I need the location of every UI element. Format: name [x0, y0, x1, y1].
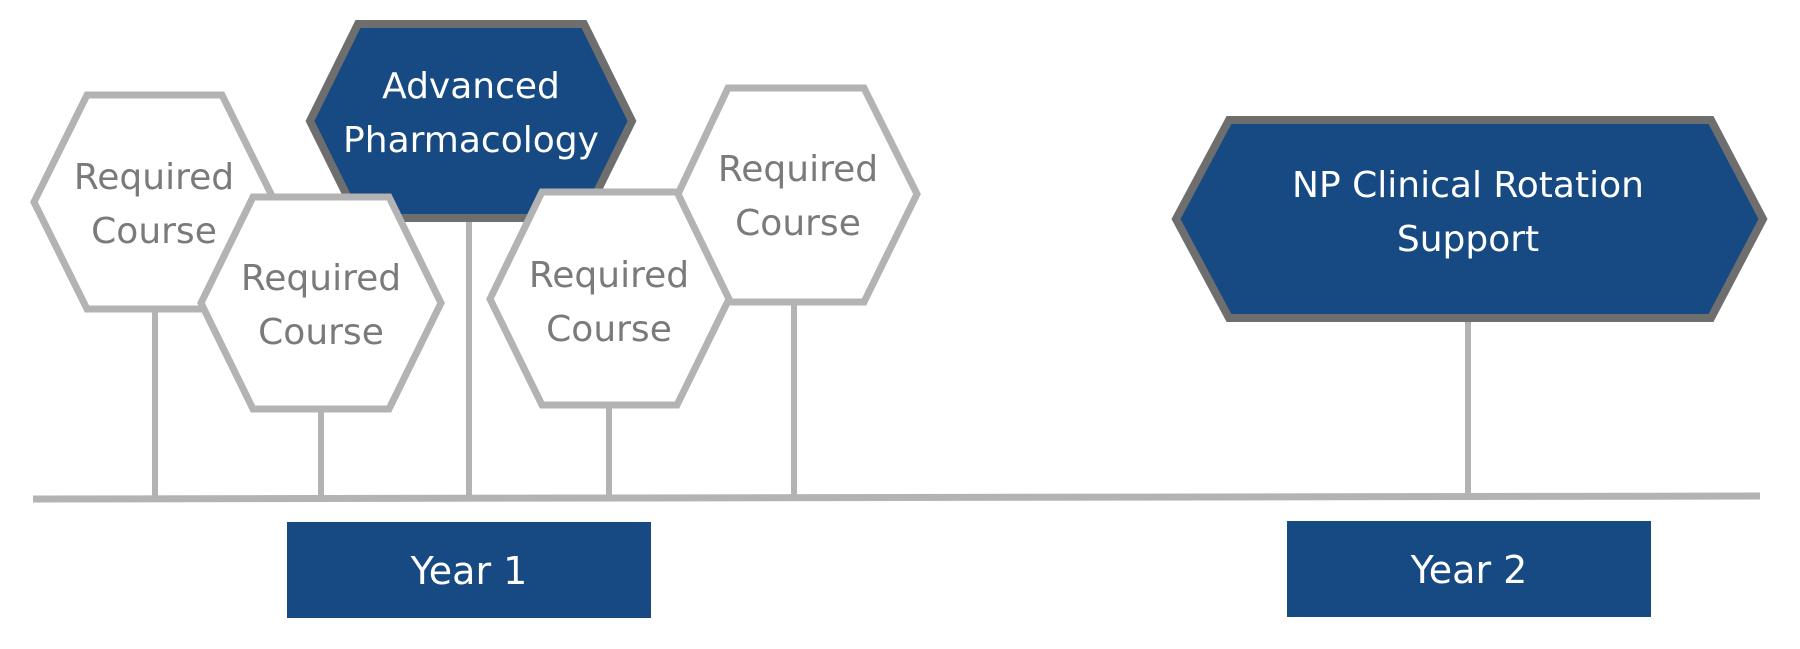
year-1-label: Year 1	[287, 522, 651, 618]
node-label-line2: Course	[546, 309, 672, 350]
node-label-line2: Course	[735, 203, 861, 244]
year-box	[1287, 521, 1651, 617]
hexagon-shape	[197, 193, 445, 413]
course-node-required-4: Required Course	[674, 84, 921, 306]
node-label-line1: Required	[529, 255, 689, 296]
node-label-line1: Advanced	[382, 66, 560, 107]
course-node-advanced-pharmacology: Advanced Pharmacology	[305, 20, 637, 222]
hexagon-shape	[1171, 116, 1768, 322]
node-label-line1: Required	[718, 149, 878, 190]
course-node-required-2: Required Course	[197, 193, 445, 413]
course-node-np-clinical-rotation-support: NP Clinical Rotation Support	[1171, 116, 1768, 322]
node-label-line1: NP Clinical Rotation	[1292, 165, 1644, 206]
hexagon-shape	[486, 188, 733, 409]
year-box	[287, 522, 651, 618]
timeline-axis	[32, 492, 1761, 503]
year-2-label: Year 2	[1287, 521, 1651, 617]
node-label-line2: Support	[1397, 219, 1539, 260]
year-label-text: Year 1	[410, 549, 528, 593]
year-label-text: Year 2	[1410, 548, 1528, 592]
course-node-required-1: Required Course	[30, 91, 279, 313]
node-label-line1: Required	[241, 258, 401, 299]
node-label-line2: Course	[91, 211, 217, 252]
course-node-required-3: Required Course	[486, 188, 733, 409]
node-label-line2: Pharmacology	[343, 120, 599, 161]
node-label-line1: Required	[74, 157, 234, 198]
node-label-line2: Course	[258, 312, 384, 353]
